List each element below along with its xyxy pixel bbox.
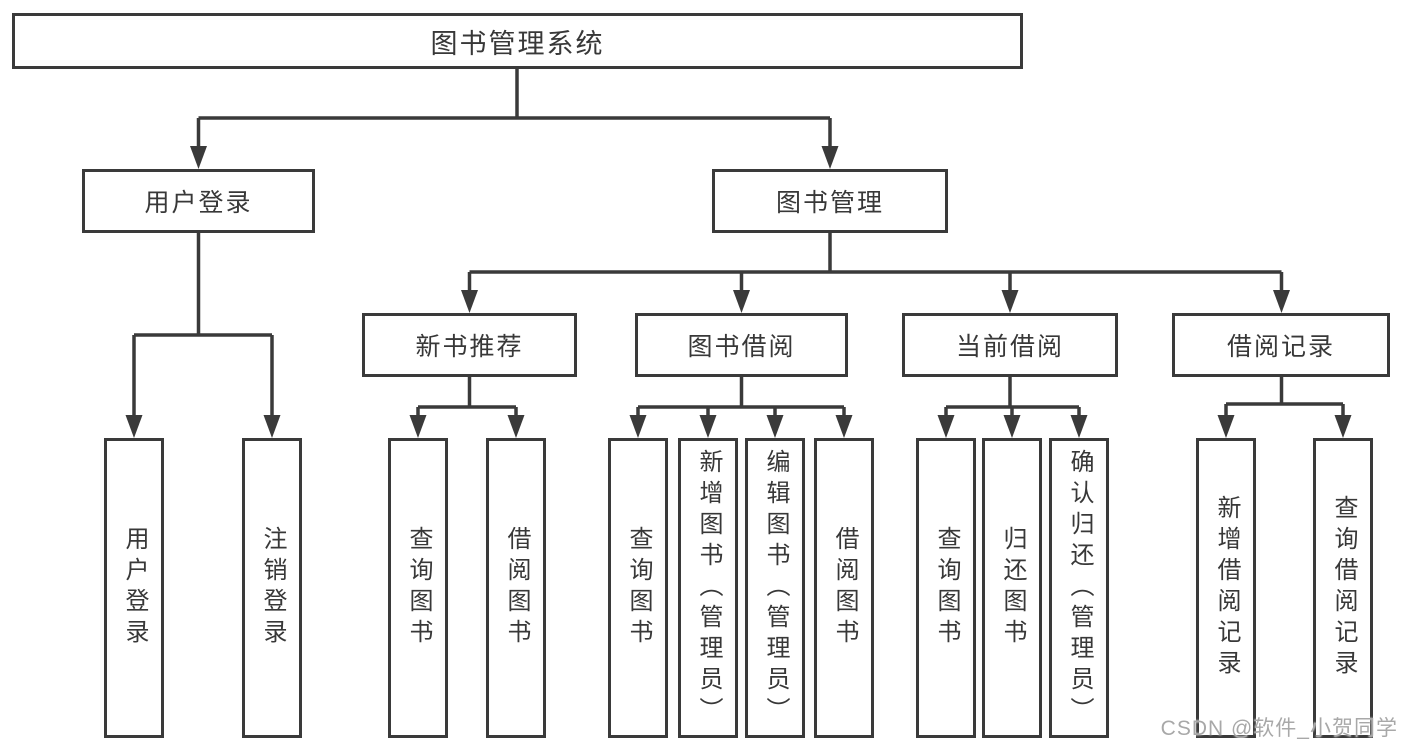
node-root-label: 图书管理系统: [430, 28, 605, 59]
node-borrowing-records: 借阅记录: [1172, 313, 1390, 377]
leaf-confirm-return-admin: 确认归还（管理员）: [1049, 438, 1109, 738]
node-label: 新书推荐: [415, 333, 524, 361]
leaf-label: 编辑图书（管理员）: [762, 448, 789, 728]
node-label: 用户登录: [144, 189, 253, 217]
leaf-label: 新增图书（管理员）: [695, 448, 722, 728]
node-book-management-branch: 图书管理: [712, 169, 948, 233]
leaf-add-borrow-record: 新增借阅记录: [1196, 438, 1256, 738]
leaf-borrow-books: 借阅图书: [814, 438, 874, 738]
leaf-label: 注销登录: [259, 526, 286, 650]
node-book-borrowing: 图书借阅: [635, 313, 848, 377]
node-new-book-recommend: 新书推荐: [362, 313, 577, 377]
node-label: 图书借阅: [687, 333, 796, 361]
leaf-label: 新增借阅记录: [1213, 495, 1240, 681]
leaf-logout: 注销登录: [242, 438, 302, 738]
leaf-query-borrow-record: 查询借阅记录: [1313, 438, 1373, 738]
leaf-query-books-current: 查询图书: [916, 438, 976, 738]
leaf-return-books: 归还图书: [982, 438, 1042, 738]
leaf-label: 确认归还（管理员）: [1066, 448, 1093, 728]
node-label: 图书管理: [775, 189, 884, 217]
node-root-system: 图书管理系统: [12, 13, 1023, 69]
leaf-label: 借阅图书: [831, 526, 858, 650]
node-label: 借阅记录: [1226, 333, 1335, 361]
node-current-borrowing: 当前借阅: [902, 313, 1118, 377]
leaf-borrow-books-recommend: 借阅图书: [486, 438, 546, 738]
leaf-query-books-recommend: 查询图书: [388, 438, 448, 738]
leaf-label: 借阅图书: [503, 526, 530, 650]
csdn-watermark: CSDN @软件_小贺同学: [1160, 717, 1398, 740]
leaf-label: 查询图书: [405, 526, 432, 650]
node-user-login-branch: 用户登录: [82, 169, 315, 233]
leaf-label: 归还图书: [999, 526, 1026, 650]
leaf-label: 用户登录: [121, 526, 148, 650]
leaf-user-login: 用户登录: [104, 438, 164, 738]
leaf-label: 查询借阅记录: [1330, 495, 1357, 681]
leaf-label: 查询图书: [933, 526, 960, 650]
leaf-add-books-admin: 新增图书（管理员）: [678, 438, 738, 738]
leaf-query-books-borrow: 查询图书: [608, 438, 668, 738]
node-label: 当前借阅: [955, 333, 1064, 361]
leaf-label: 查询图书: [625, 526, 652, 650]
leaf-edit-books-admin: 编辑图书（管理员）: [745, 438, 805, 738]
